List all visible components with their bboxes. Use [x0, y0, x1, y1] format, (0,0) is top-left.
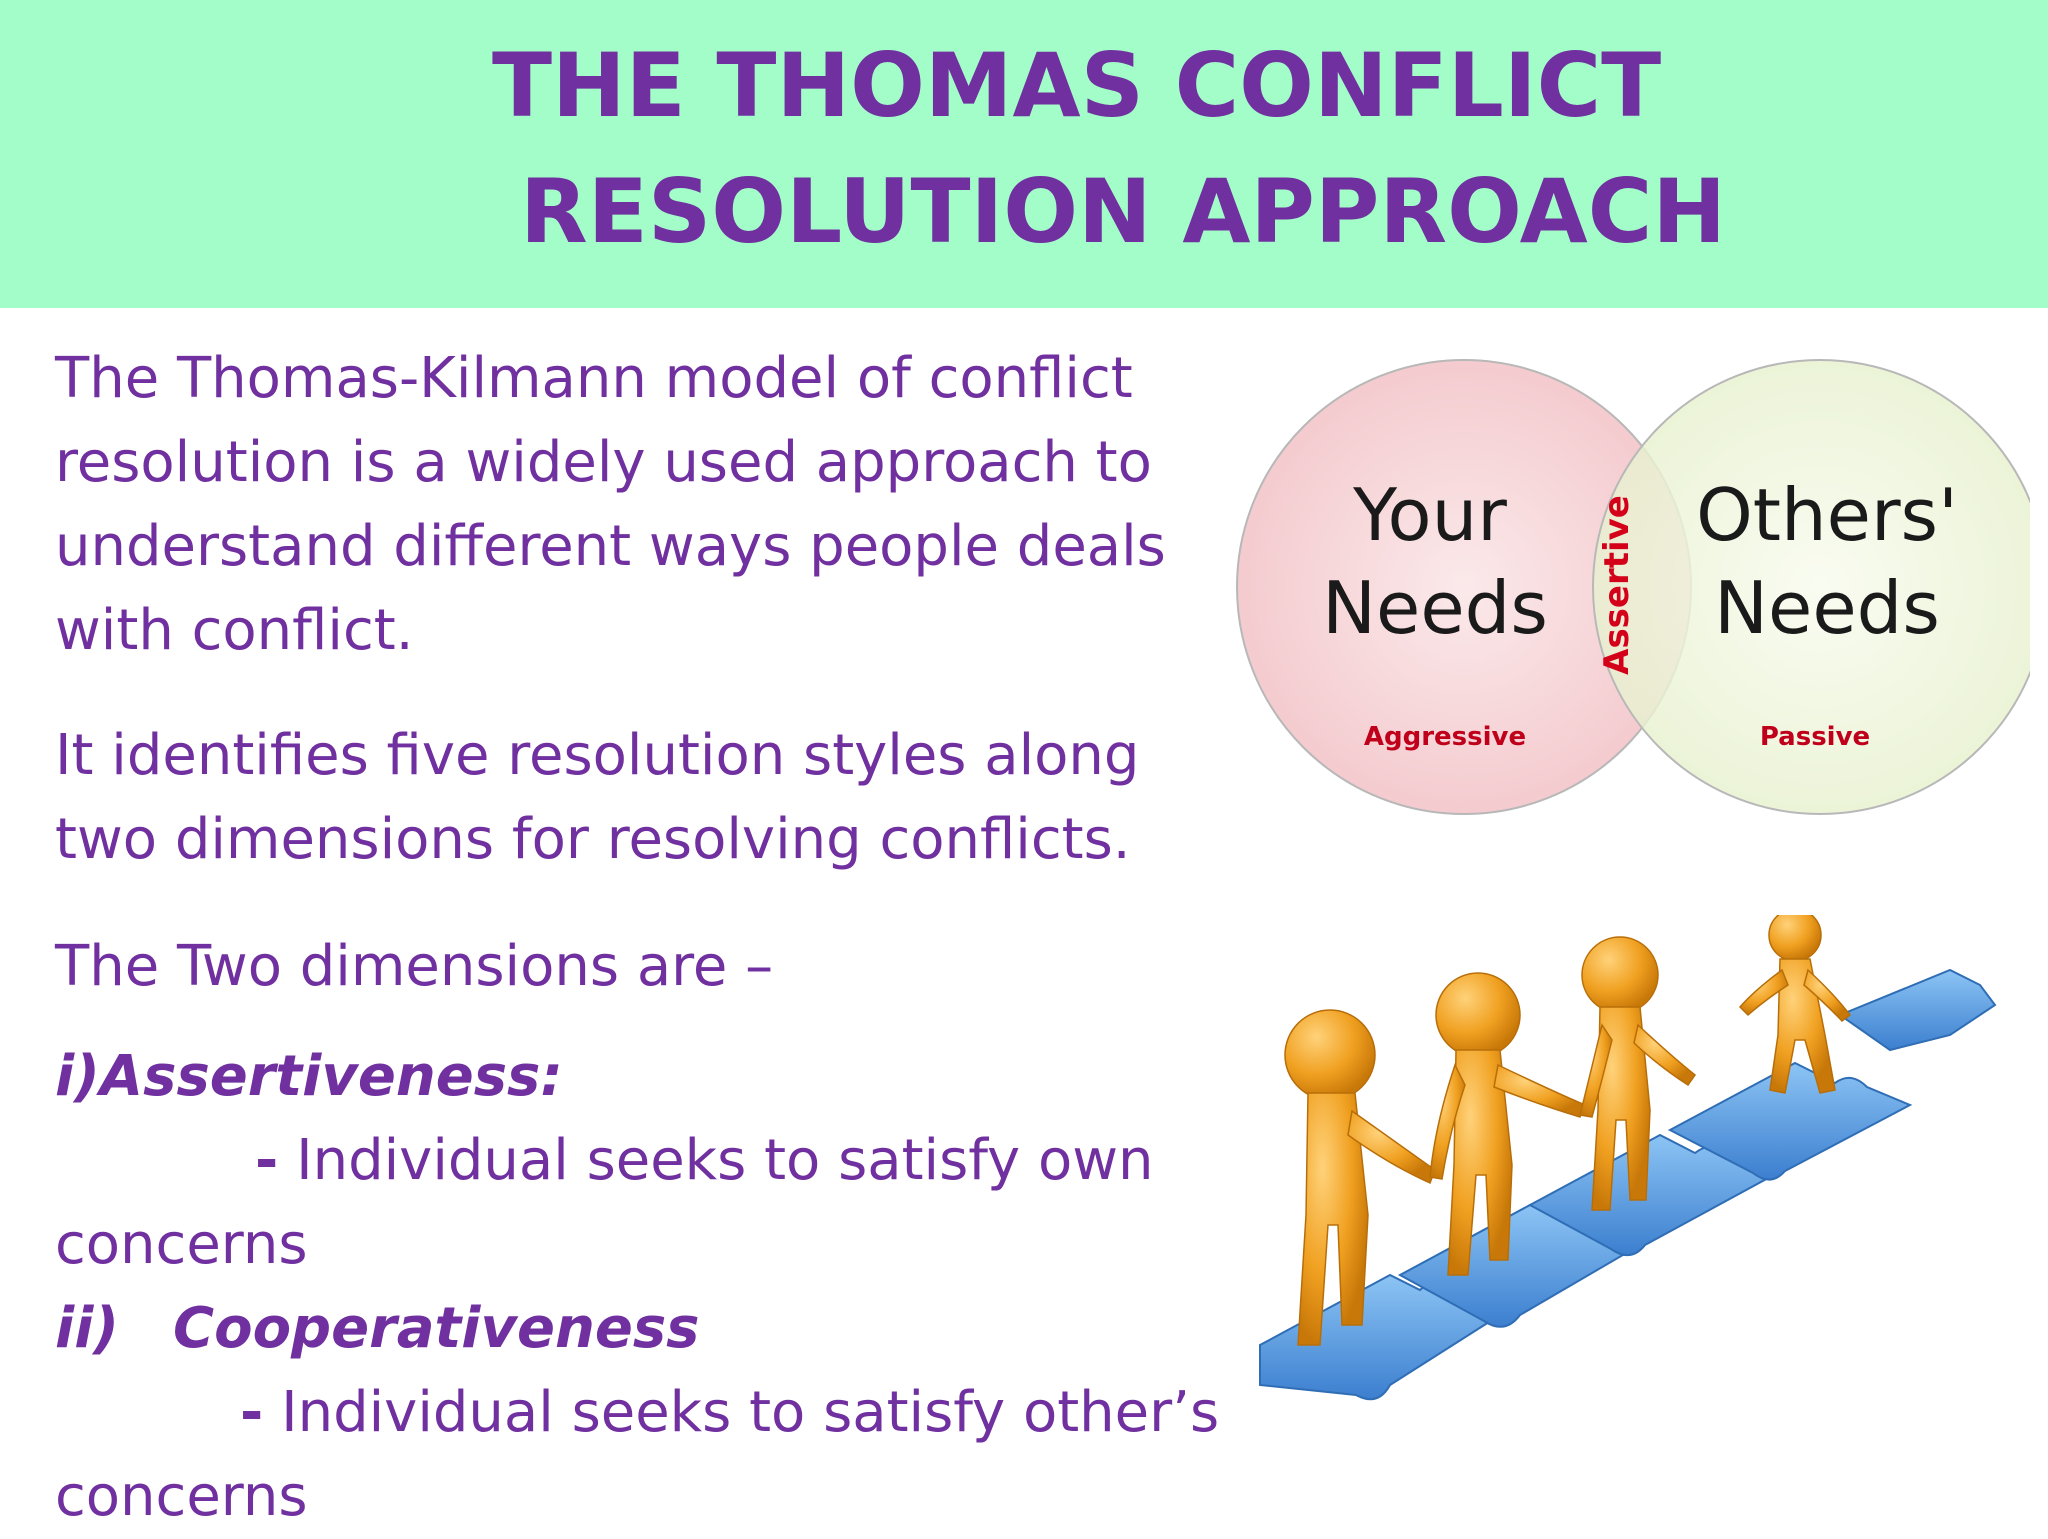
dash: - [255, 1128, 279, 1193]
slide-title-line-1: THE THOMAS CONFLICT [492, 34, 1662, 137]
your-needs-label-1: Your [1352, 473, 1507, 557]
your-needs-label-2: Needs [1322, 566, 1548, 650]
others-needs-circle [1592, 359, 2030, 815]
aggressive-label: Aggressive [1364, 722, 1526, 752]
dimensions-intro: The Two dimensions are – [55, 934, 774, 999]
stick-figures [1284, 915, 1852, 1346]
dimension-2-description: - Individual seeks to satisfy other’s [55, 1371, 1219, 1455]
passive-label: Passive [1760, 722, 1870, 752]
dimension-1-description: - Individual seeks to satisfy own [55, 1119, 1205, 1203]
dimension-2-desc-line1: Individual seeks to satisfy other’s [281, 1380, 1220, 1445]
others-needs-label-1: Others' [1696, 473, 1958, 557]
team-puzzle-illustration-icon [1259, 915, 1997, 1401]
dimension-1-desc-line2: concerns [55, 1212, 308, 1277]
title-banner: THE THOMAS CONFLICT RESOLUTION APPROACH [0, 0, 2048, 308]
puzzle-pieces [1259, 968, 1997, 1401]
dimension-2-roman: ii) [55, 1296, 119, 1361]
styles-paragraph: It identifies five resolution styles alo… [55, 723, 1140, 872]
dimension-1-desc-line1: Individual seeks to satisfy own [296, 1128, 1154, 1193]
dimension-2-desc-line2: concerns [55, 1464, 308, 1529]
dash: - [240, 1380, 264, 1445]
dimension-1-heading: i)Assertiveness: [55, 1044, 563, 1109]
dimension-2-heading: ii) Cooperativeness [55, 1287, 1205, 1371]
slide-title-line-2: RESOLUTION APPROACH [520, 160, 1726, 263]
dimensions-list: i)Assertiveness: - Individual seeks to s… [55, 1035, 1219, 1539]
assertive-label: Assertive [1597, 495, 1637, 675]
dimension-2-label: Cooperativeness [173, 1296, 700, 1361]
others-needs-label-2: Needs [1714, 566, 1940, 650]
needs-venn-diagram: Your Needs Aggressive Others' Needs Pass… [1236, 359, 2030, 815]
intro-paragraph: The Thomas-Kilmann model of conflict res… [55, 346, 1166, 663]
